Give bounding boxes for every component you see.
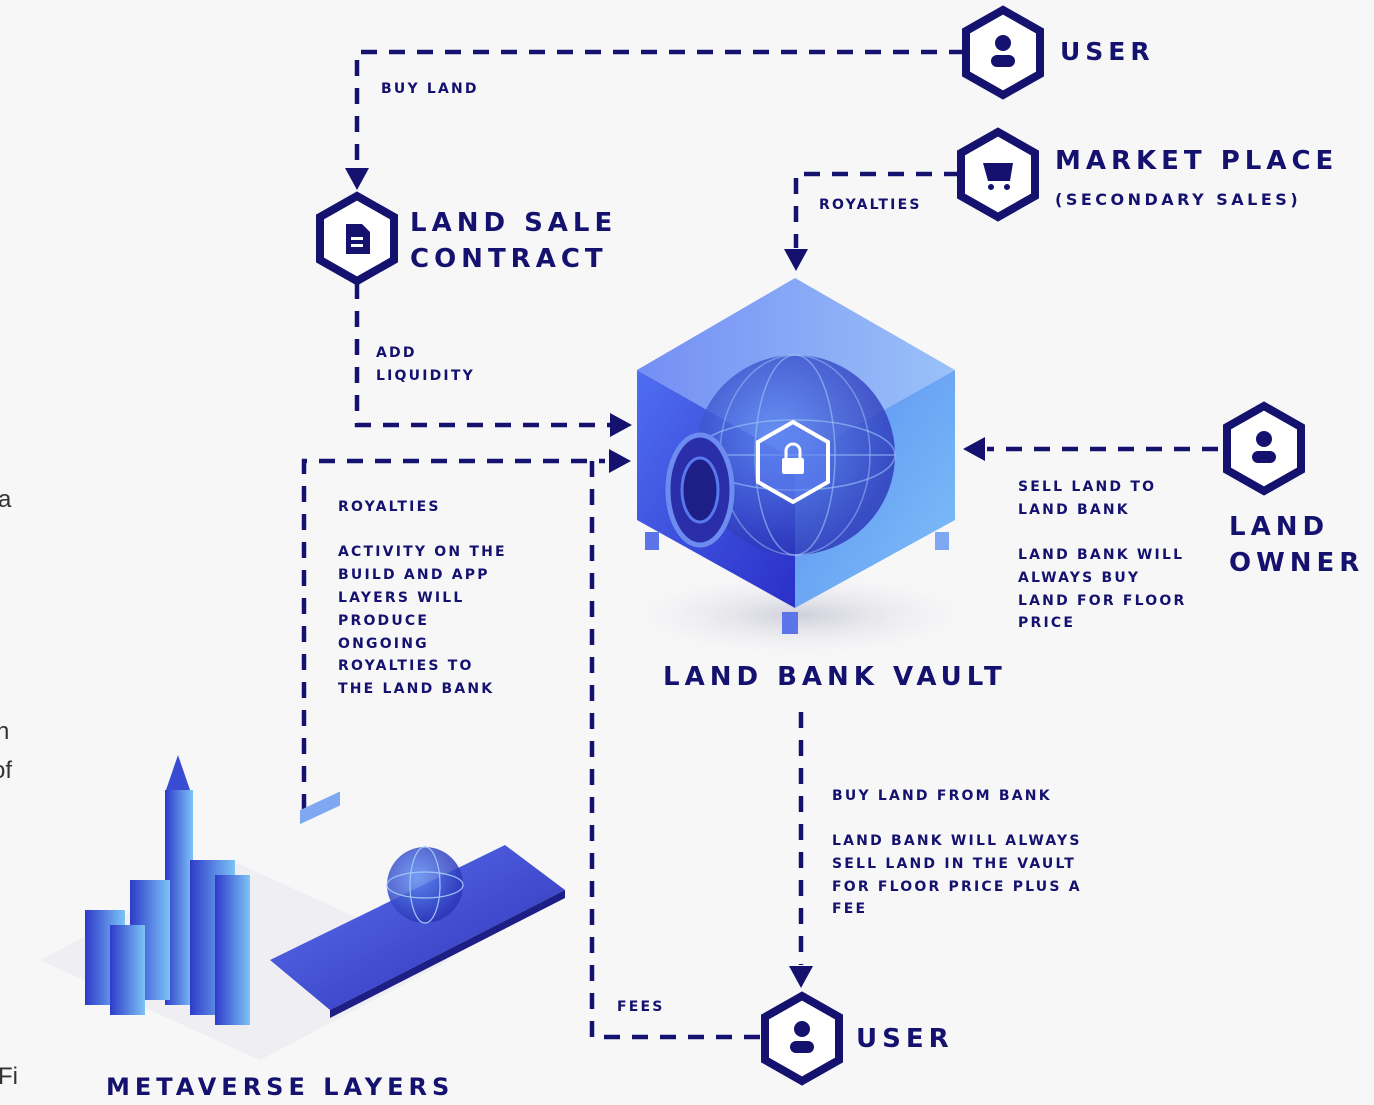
market-place-node	[957, 127, 1039, 222]
land-sale-contract-node	[316, 191, 398, 286]
royalties-layers-title: ROYALTIES	[338, 499, 441, 515]
arrow-to-vault-from-market	[784, 249, 808, 271]
edge-user-to-contract	[354, 49, 965, 165]
buy-from-bank-title: BUY LAND FROM BANK	[832, 788, 1052, 804]
royalties-layers-line: ROYALTIES TO	[338, 658, 474, 674]
cropped-text-fragment: n	[0, 718, 10, 745]
user-top-node	[962, 5, 1044, 100]
user-top-label: USER	[1060, 37, 1155, 66]
buy-from-bank-line: LAND BANK WILL ALWAYS	[832, 833, 1082, 849]
sell-land-line: LAND BANK WILL	[1018, 547, 1185, 563]
buy-from-bank-line: FOR FLOOR PRICE PLUS A	[832, 879, 1082, 895]
add-liquidity-label-line1: ADD	[376, 345, 417, 361]
market-place-label: MARKET PLACE	[1055, 146, 1339, 176]
user-bottom-node	[761, 991, 843, 1086]
sell-land-line: LAND FOR FLOOR	[1018, 593, 1187, 609]
royalties-layers-line: ACTIVITY ON THE	[338, 544, 507, 560]
user-bottom-label: USER	[856, 1024, 954, 1054]
sell-land-line: ALWAYS BUY	[1018, 570, 1141, 586]
user-icon	[991, 35, 1015, 67]
sell-land-line: PRICE	[1018, 615, 1076, 631]
arrowheads	[345, 168, 985, 988]
user-icon	[1252, 431, 1276, 463]
edge-contract-to-vault	[354, 283, 610, 428]
arrow-to-vault-from-owner	[963, 437, 985, 461]
lock-icon	[756, 419, 830, 505]
sell-land-title-line: LAND BANK	[1018, 502, 1130, 518]
user-icon	[790, 1021, 814, 1053]
sell-land-title-line: SELL LAND TO	[1018, 479, 1157, 495]
add-liquidity-label-line2: LIQUIDITY	[376, 368, 475, 384]
connectors	[301, 49, 1218, 1040]
buy-from-bank-line: SELL LAND IN THE VAULT	[832, 856, 1077, 872]
edge-user-bottom-to-vault	[589, 461, 760, 1040]
cropped-text-fragment: Fi	[0, 1063, 18, 1090]
land-sale-contract-label-line2: CONTRACT	[410, 244, 608, 274]
cropped-text-fragment: a	[0, 486, 12, 513]
metaverse-layers-illustration	[40, 755, 565, 1060]
buy-land-label: BUY LAND	[381, 81, 479, 97]
royalties-layers-line: ONGOING	[338, 636, 429, 652]
royalties-layers-line: BUILD AND APP	[338, 567, 490, 583]
land-sale-contract-label-line1: LAND SALE	[410, 208, 618, 238]
royalties-market-label: ROYALTIES	[819, 197, 922, 213]
edge-layers-to-vault	[301, 458, 605, 810]
building-icon	[85, 755, 250, 1025]
royalties-layers-line: THE LAND BANK	[338, 681, 495, 697]
arrow-to-contract	[345, 168, 369, 190]
market-place-sub-label: (SECONDARY SALES)	[1055, 190, 1302, 209]
land-owner-label-line2: OWNER	[1229, 548, 1365, 578]
document-icon	[346, 224, 370, 254]
buy-from-bank-line: FEE	[832, 901, 868, 917]
royalties-layers-line: LAYERS WILL	[338, 590, 465, 606]
arrow-to-user-bottom	[789, 966, 813, 988]
arrow-to-vault-from-layers	[609, 449, 631, 473]
royalties-layers-line: PRODUCE	[338, 613, 430, 629]
cropped-text-fragment: of	[0, 757, 13, 784]
cart-icon	[983, 163, 1013, 190]
land-bank-vault-illustration	[610, 278, 990, 660]
vault-dial-icon	[665, 432, 735, 548]
fees-label: FEES	[617, 999, 665, 1015]
land-owner-node	[1223, 401, 1305, 496]
tablet-icon	[270, 791, 565, 1018]
land-owner-label-line1: LAND	[1229, 512, 1330, 542]
land-bank-vault-label: LAND BANK VAULT	[663, 662, 1007, 692]
arrow-to-vault-from-contract	[610, 413, 632, 437]
metaverse-layers-label: METAVERSE LAYERS	[106, 1073, 455, 1101]
